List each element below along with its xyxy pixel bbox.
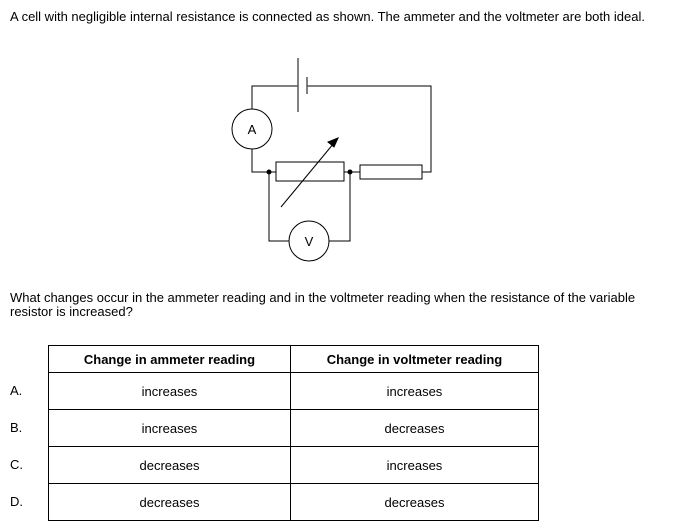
voltmeter-cell: decreases [289, 483, 540, 521]
ammeter-cell: increases [48, 372, 291, 410]
fixed-resistor [359, 164, 423, 180]
voltmeter-cell: increases [289, 372, 540, 410]
option-label-c[interactable]: C. [10, 457, 23, 472]
ammeter-label: A [248, 122, 257, 137]
option-label-d[interactable]: D. [10, 494, 23, 509]
table-header: Change in ammeter reading Change in volt… [48, 345, 540, 373]
ammeter-cell: decreases [48, 483, 291, 521]
voltmeter-cell: increases [289, 446, 540, 484]
question-text: What changes occur in the ammeter readin… [10, 290, 636, 319]
variable-arrow [280, 142, 335, 208]
answer-table: Change in ammeter reading Change in volt… [48, 345, 540, 521]
intro-text: A cell with negligible internal resistan… [10, 9, 645, 24]
ammeter-cell: increases [48, 409, 291, 447]
voltmeter-label: V [305, 234, 314, 249]
option-label-b[interactable]: B. [10, 420, 23, 435]
wire-left-bottom [251, 149, 276, 173]
wire-top-right [307, 85, 432, 173]
voltmeter-cell: decreases [289, 409, 540, 447]
header-ammeter: Change in ammeter reading [48, 345, 291, 373]
circuit-diagram: A V [231, 58, 432, 262]
ammeter-cell: decreases [48, 446, 291, 484]
voltmeter-icon [288, 220, 330, 262]
wire-top-left [251, 85, 298, 109]
header-voltmeter: Change in voltmeter reading [289, 345, 540, 373]
voltmeter-wire [268, 172, 351, 242]
arrow-head-icon [327, 137, 339, 148]
option-label-a[interactable]: A. [10, 383, 23, 398]
